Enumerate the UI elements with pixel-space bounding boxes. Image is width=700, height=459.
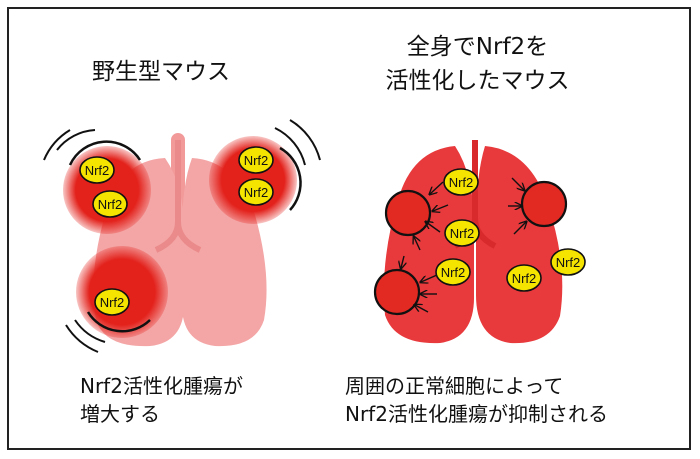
right-caption-line2: Nrf2活性化腫瘍が抑制される: [345, 402, 608, 426]
suppression-arrows: [401, 177, 526, 313]
right-nrf2-cell-2: Nrf2: [444, 219, 480, 247]
right-nrf2-cells: Nrf2 Nrf2 Nrf2 Nrf2 Nrf2: [435, 168, 586, 292]
right-nrf2-cell-5: Nrf2: [506, 264, 542, 292]
left-nrf2-cell-5-label: Nrf2: [100, 295, 125, 310]
left-nrf2-cell-3: Nrf2: [238, 146, 274, 174]
left-nrf2-cell-3-label: Nrf2: [244, 153, 269, 168]
left-nrf2-cell-4-label: Nrf2: [244, 185, 269, 200]
left-caption-line1: Nrf2活性化腫瘍が: [80, 374, 243, 398]
right-nrf2-cell-3-label: Nrf2: [441, 265, 466, 280]
right-tumor-left-bottom: [373, 268, 421, 316]
left-nrf2-cell-1: Nrf2: [79, 156, 115, 184]
left-nrf2-cells: Nrf2 Nrf2 Nrf2 Nrf2 Nrf2: [79, 146, 274, 316]
left-nrf2-cell-1-label: Nrf2: [85, 163, 110, 178]
right-nrf2-cell-5-label: Nrf2: [512, 271, 537, 286]
left-nrf2-cell-5: Nrf2: [94, 288, 130, 316]
right-nrf2-cell-4-label: Nrf2: [556, 255, 581, 270]
left-nrf2-cell-2-label: Nrf2: [98, 197, 123, 212]
right-title-line2: 活性化したマウス: [385, 68, 570, 94]
right-tumor-right-top: [520, 180, 568, 228]
right-nrf2-cell-4: Nrf2: [550, 248, 586, 276]
right-tumor-left-top: [384, 189, 432, 237]
right-caption-line1: 周囲の正常細胞によって: [345, 374, 564, 398]
right-title-line1: 全身でNrf2を: [406, 34, 549, 60]
right-nrf2-cell-1: Nrf2: [443, 168, 479, 196]
left-nrf2-cell-2: Nrf2: [92, 190, 128, 218]
right-nrf2-cell-3: Nrf2: [435, 258, 471, 286]
right-nrf2-cell-1-label: Nrf2: [449, 175, 474, 190]
right-caption: 周囲の正常細胞によって Nrf2活性化腫瘍が抑制される: [345, 372, 608, 428]
left-title: 野生型マウス: [92, 59, 230, 85]
left-nrf2-cell-4: Nrf2: [238, 178, 274, 206]
right-title: 全身でNrf2を 活性化したマウス: [345, 30, 610, 98]
left-caption: Nrf2活性化腫瘍が 増大する: [80, 372, 243, 428]
left-caption-line2: 増大する: [80, 402, 160, 426]
right-nrf2-cell-2-label: Nrf2: [450, 226, 475, 241]
